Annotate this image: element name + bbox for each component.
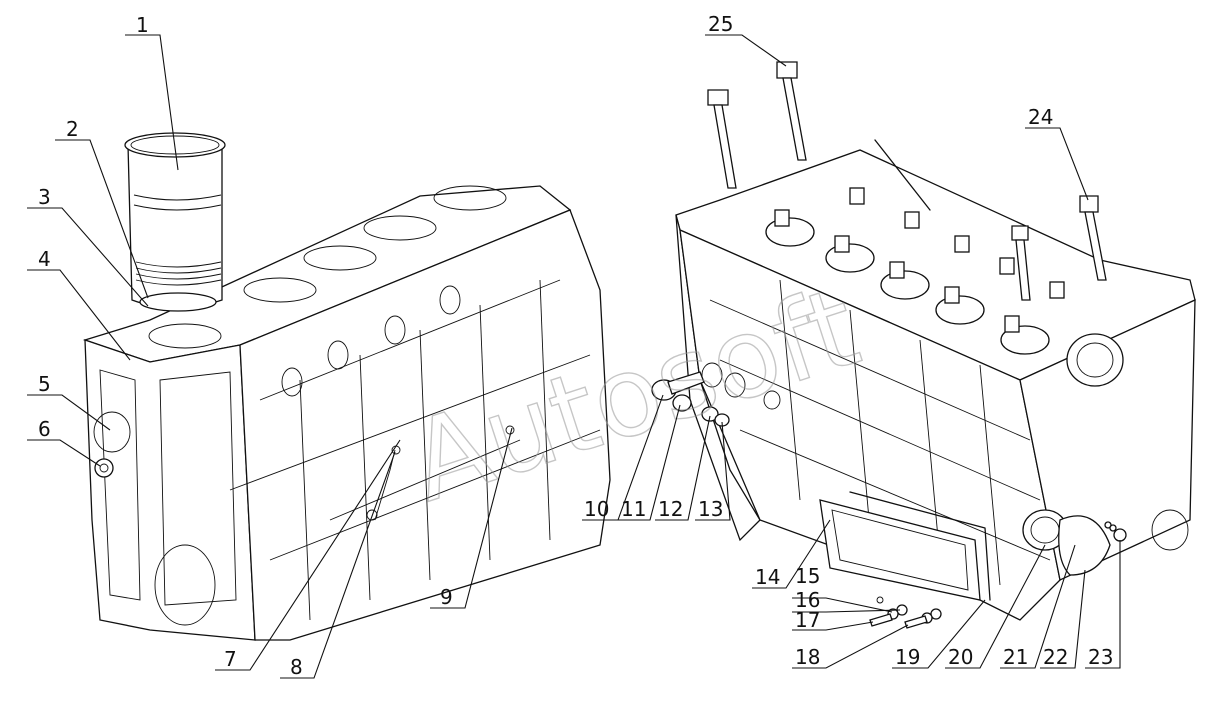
callout-9: 9 xyxy=(440,585,453,609)
callout-16: 16 xyxy=(795,588,820,612)
side-cover xyxy=(819,491,991,604)
callout-11: 11 xyxy=(621,497,646,521)
callout-17: 17 xyxy=(795,608,820,632)
bearing-caps xyxy=(765,187,1124,387)
callout-13: 13 xyxy=(698,497,723,521)
callout-8: 8 xyxy=(290,655,303,679)
small-fasteners xyxy=(869,604,942,629)
callout-15: 15 xyxy=(795,564,820,588)
callout-3: 3 xyxy=(38,185,51,209)
callout-labels: 1 2 3 4 5 6 7 8 9 10 11 12 13 14 15 16 1… xyxy=(38,12,1113,679)
callout-18: 18 xyxy=(795,645,820,669)
left-cylinder-block xyxy=(82,185,611,641)
rear-pump xyxy=(1022,509,1127,576)
callout-19: 19 xyxy=(895,645,920,669)
callout-1: 1 xyxy=(136,13,149,37)
callout-7: 7 xyxy=(224,647,237,671)
callout-6: 6 xyxy=(38,417,51,441)
callout-20: 20 xyxy=(948,645,973,669)
callout-2: 2 xyxy=(66,117,79,141)
callout-24: 24 xyxy=(1028,105,1053,129)
callout-5: 5 xyxy=(38,372,51,396)
callout-21: 21 xyxy=(1003,645,1028,669)
callout-25: 25 xyxy=(708,12,733,36)
callout-10: 10 xyxy=(584,497,609,521)
callout-12: 12 xyxy=(658,497,683,521)
callout-leaders xyxy=(27,34,1121,679)
head-bolts xyxy=(707,61,1107,301)
callout-23: 23 xyxy=(1088,645,1113,669)
cylinder-liner xyxy=(124,132,226,312)
callout-14: 14 xyxy=(755,565,780,589)
callout-22: 22 xyxy=(1043,645,1068,669)
callout-4: 4 xyxy=(38,247,51,271)
